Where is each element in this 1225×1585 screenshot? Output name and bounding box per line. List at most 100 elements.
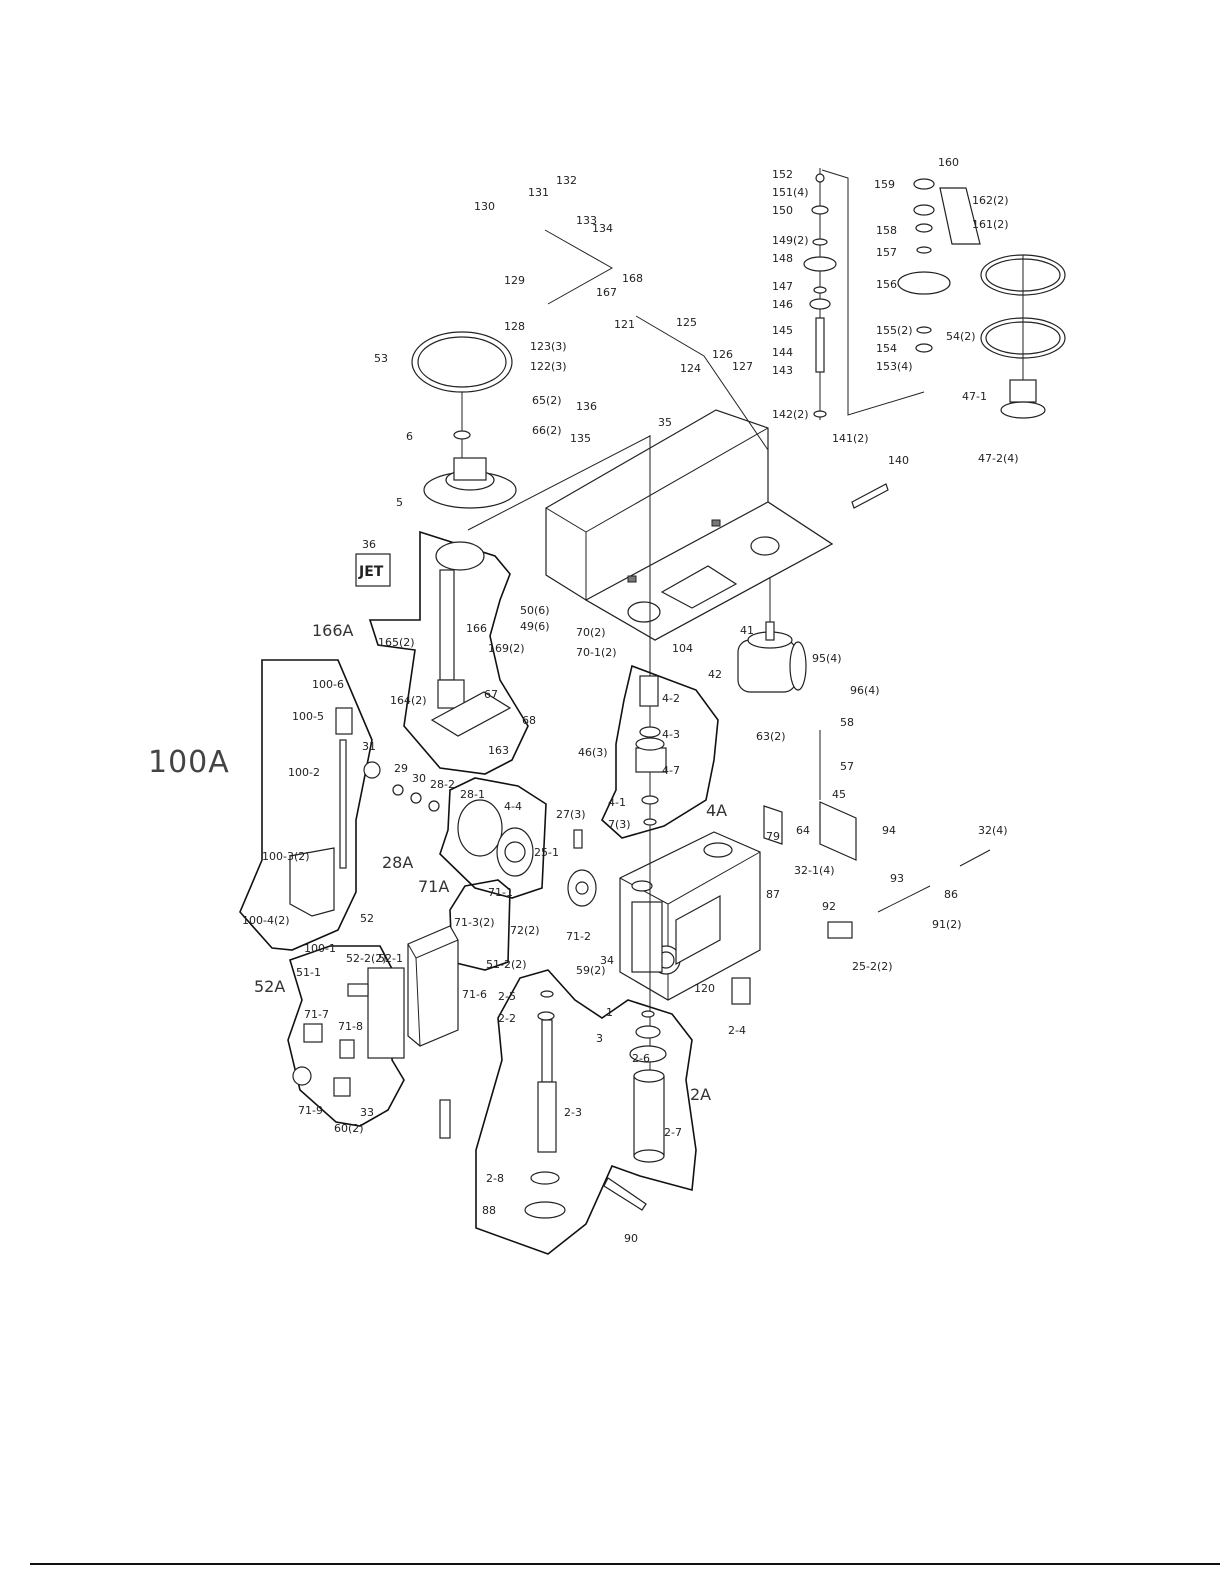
part-label-30: 30 bbox=[412, 772, 426, 785]
part-label-2-3: 2-3 bbox=[564, 1106, 582, 1119]
part-label-57: 57 bbox=[840, 760, 854, 773]
spindle-2-6 bbox=[524, 990, 566, 1219]
feed-shaft-166 bbox=[430, 541, 512, 737]
hub-25-1 bbox=[567, 829, 597, 907]
part-label-4-2: 4-2 bbox=[662, 692, 680, 705]
part-label-2-5: 2-5 bbox=[498, 990, 516, 1003]
part-label-36: 36 bbox=[362, 538, 376, 551]
part-label-73: 7(3) bbox=[608, 818, 631, 831]
part-label-159: 159 bbox=[874, 178, 895, 191]
part-label-100-1: 100-1 bbox=[304, 942, 336, 955]
part-label-1552: 155(2) bbox=[876, 324, 913, 337]
part-label-53: 53 bbox=[374, 352, 388, 365]
part-label-52-22: 52-2(2) bbox=[346, 952, 387, 965]
part-label-702: 70(2) bbox=[576, 626, 606, 639]
quill-2-3 bbox=[629, 1010, 667, 1163]
part-label-34: 34 bbox=[600, 954, 614, 967]
group-outline-71A bbox=[449, 879, 511, 971]
part-label-31: 31 bbox=[362, 740, 376, 753]
part-label-632: 63(2) bbox=[756, 730, 786, 743]
part-label-1534: 153(4) bbox=[876, 360, 913, 373]
part-label-71-8: 71-8 bbox=[338, 1020, 363, 1033]
footer-rule bbox=[30, 1563, 1220, 1565]
handle-shaft-87 bbox=[827, 849, 991, 939]
part-label-163: 163 bbox=[488, 744, 509, 757]
pinion-shaft-100 bbox=[289, 707, 353, 917]
part-label-1223: 122(3) bbox=[530, 360, 567, 373]
part-label-90: 90 bbox=[624, 1232, 638, 1245]
part-label-120: 120 bbox=[694, 982, 715, 995]
part-label-324: 32(4) bbox=[978, 824, 1008, 837]
part-label-100-32: 100-3(2) bbox=[262, 850, 310, 863]
part-label-2-4: 2-4 bbox=[728, 1024, 746, 1037]
part-label-662: 66(2) bbox=[532, 424, 562, 437]
part-label-592: 59(2) bbox=[576, 964, 606, 977]
part-label-1514: 151(4) bbox=[772, 186, 809, 199]
handle-88 bbox=[603, 1177, 647, 1211]
group-label-28A: 28A bbox=[382, 853, 413, 872]
group-label-4A: 4A bbox=[706, 801, 727, 820]
part-label-1692: 169(2) bbox=[488, 642, 525, 655]
part-label-150: 150 bbox=[772, 204, 793, 217]
part-label-154: 154 bbox=[876, 342, 897, 355]
part-label-1652: 165(2) bbox=[378, 636, 415, 649]
group-label-52A: 52A bbox=[254, 977, 285, 996]
part-label-168: 168 bbox=[622, 272, 643, 285]
bracket-57 bbox=[763, 730, 857, 861]
part-label-4-4: 4-4 bbox=[504, 800, 522, 813]
group-outline-166A bbox=[368, 530, 529, 775]
group-label-2A: 2A bbox=[690, 1085, 711, 1104]
head-casting bbox=[619, 831, 761, 1001]
part-label-136: 136 bbox=[576, 400, 597, 413]
part-label-100-42: 100-4(2) bbox=[242, 914, 290, 927]
plate-120 bbox=[731, 977, 751, 1005]
part-label-79: 79 bbox=[766, 830, 780, 843]
part-label-145: 145 bbox=[772, 324, 793, 337]
part-label-140: 140 bbox=[888, 454, 909, 467]
part-label-1233: 123(3) bbox=[530, 340, 567, 353]
part-label-4-7: 4-7 bbox=[662, 764, 680, 777]
part-label-652: 65(2) bbox=[532, 394, 562, 407]
part-label-52: 52 bbox=[360, 912, 374, 925]
part-label-602: 60(2) bbox=[334, 1122, 364, 1135]
part-label-273: 27(3) bbox=[556, 808, 586, 821]
part-label-152: 152 bbox=[772, 168, 793, 181]
part-label-71-32: 71-3(2) bbox=[454, 916, 495, 929]
jet-logo: JET bbox=[358, 564, 384, 580]
part-label-135: 135 bbox=[570, 432, 591, 445]
part-label-124: 124 bbox=[680, 362, 701, 375]
group-outline-2A bbox=[475, 969, 697, 1255]
part-label-130: 130 bbox=[474, 200, 495, 213]
motor bbox=[737, 578, 807, 693]
spring-cover-28 bbox=[363, 761, 534, 877]
part-label-33: 33 bbox=[360, 1106, 374, 1119]
tube-90 bbox=[439, 1099, 451, 1139]
part-label-143: 143 bbox=[772, 364, 793, 377]
part-label-42: 42 bbox=[708, 668, 722, 681]
part-label-94: 94 bbox=[882, 824, 896, 837]
part-label-2-6: 2-6 bbox=[632, 1052, 650, 1065]
part-label-29: 29 bbox=[394, 762, 408, 775]
part-label-2-7: 2-7 bbox=[664, 1126, 682, 1139]
part-label-4-1: 4-1 bbox=[608, 796, 626, 809]
part-label-144: 144 bbox=[772, 346, 793, 359]
part-label-86: 86 bbox=[944, 888, 958, 901]
part-label-51-22: 51-2(2) bbox=[486, 958, 527, 971]
part-label-2-2: 2-2 bbox=[498, 1012, 516, 1025]
spindle-pulley-5 bbox=[423, 430, 517, 509]
part-label-129: 129 bbox=[504, 274, 525, 287]
part-label-132: 132 bbox=[556, 174, 577, 187]
part-label-1612: 161(2) bbox=[972, 218, 1009, 231]
part-label-157: 157 bbox=[876, 246, 897, 259]
group-label-166A: 166A bbox=[312, 621, 354, 640]
part-label-32-14: 32-1(4) bbox=[794, 864, 835, 877]
part-label-166: 166 bbox=[466, 622, 487, 635]
part-label-52-1: 52-1 bbox=[378, 952, 403, 965]
part-label-121: 121 bbox=[614, 318, 635, 331]
group-outline-52A bbox=[287, 945, 405, 1127]
plate-140 bbox=[851, 483, 889, 509]
part-label-28-2: 28-2 bbox=[430, 778, 455, 791]
part-label-1642: 164(2) bbox=[390, 694, 427, 707]
part-label-131: 131 bbox=[528, 186, 549, 199]
